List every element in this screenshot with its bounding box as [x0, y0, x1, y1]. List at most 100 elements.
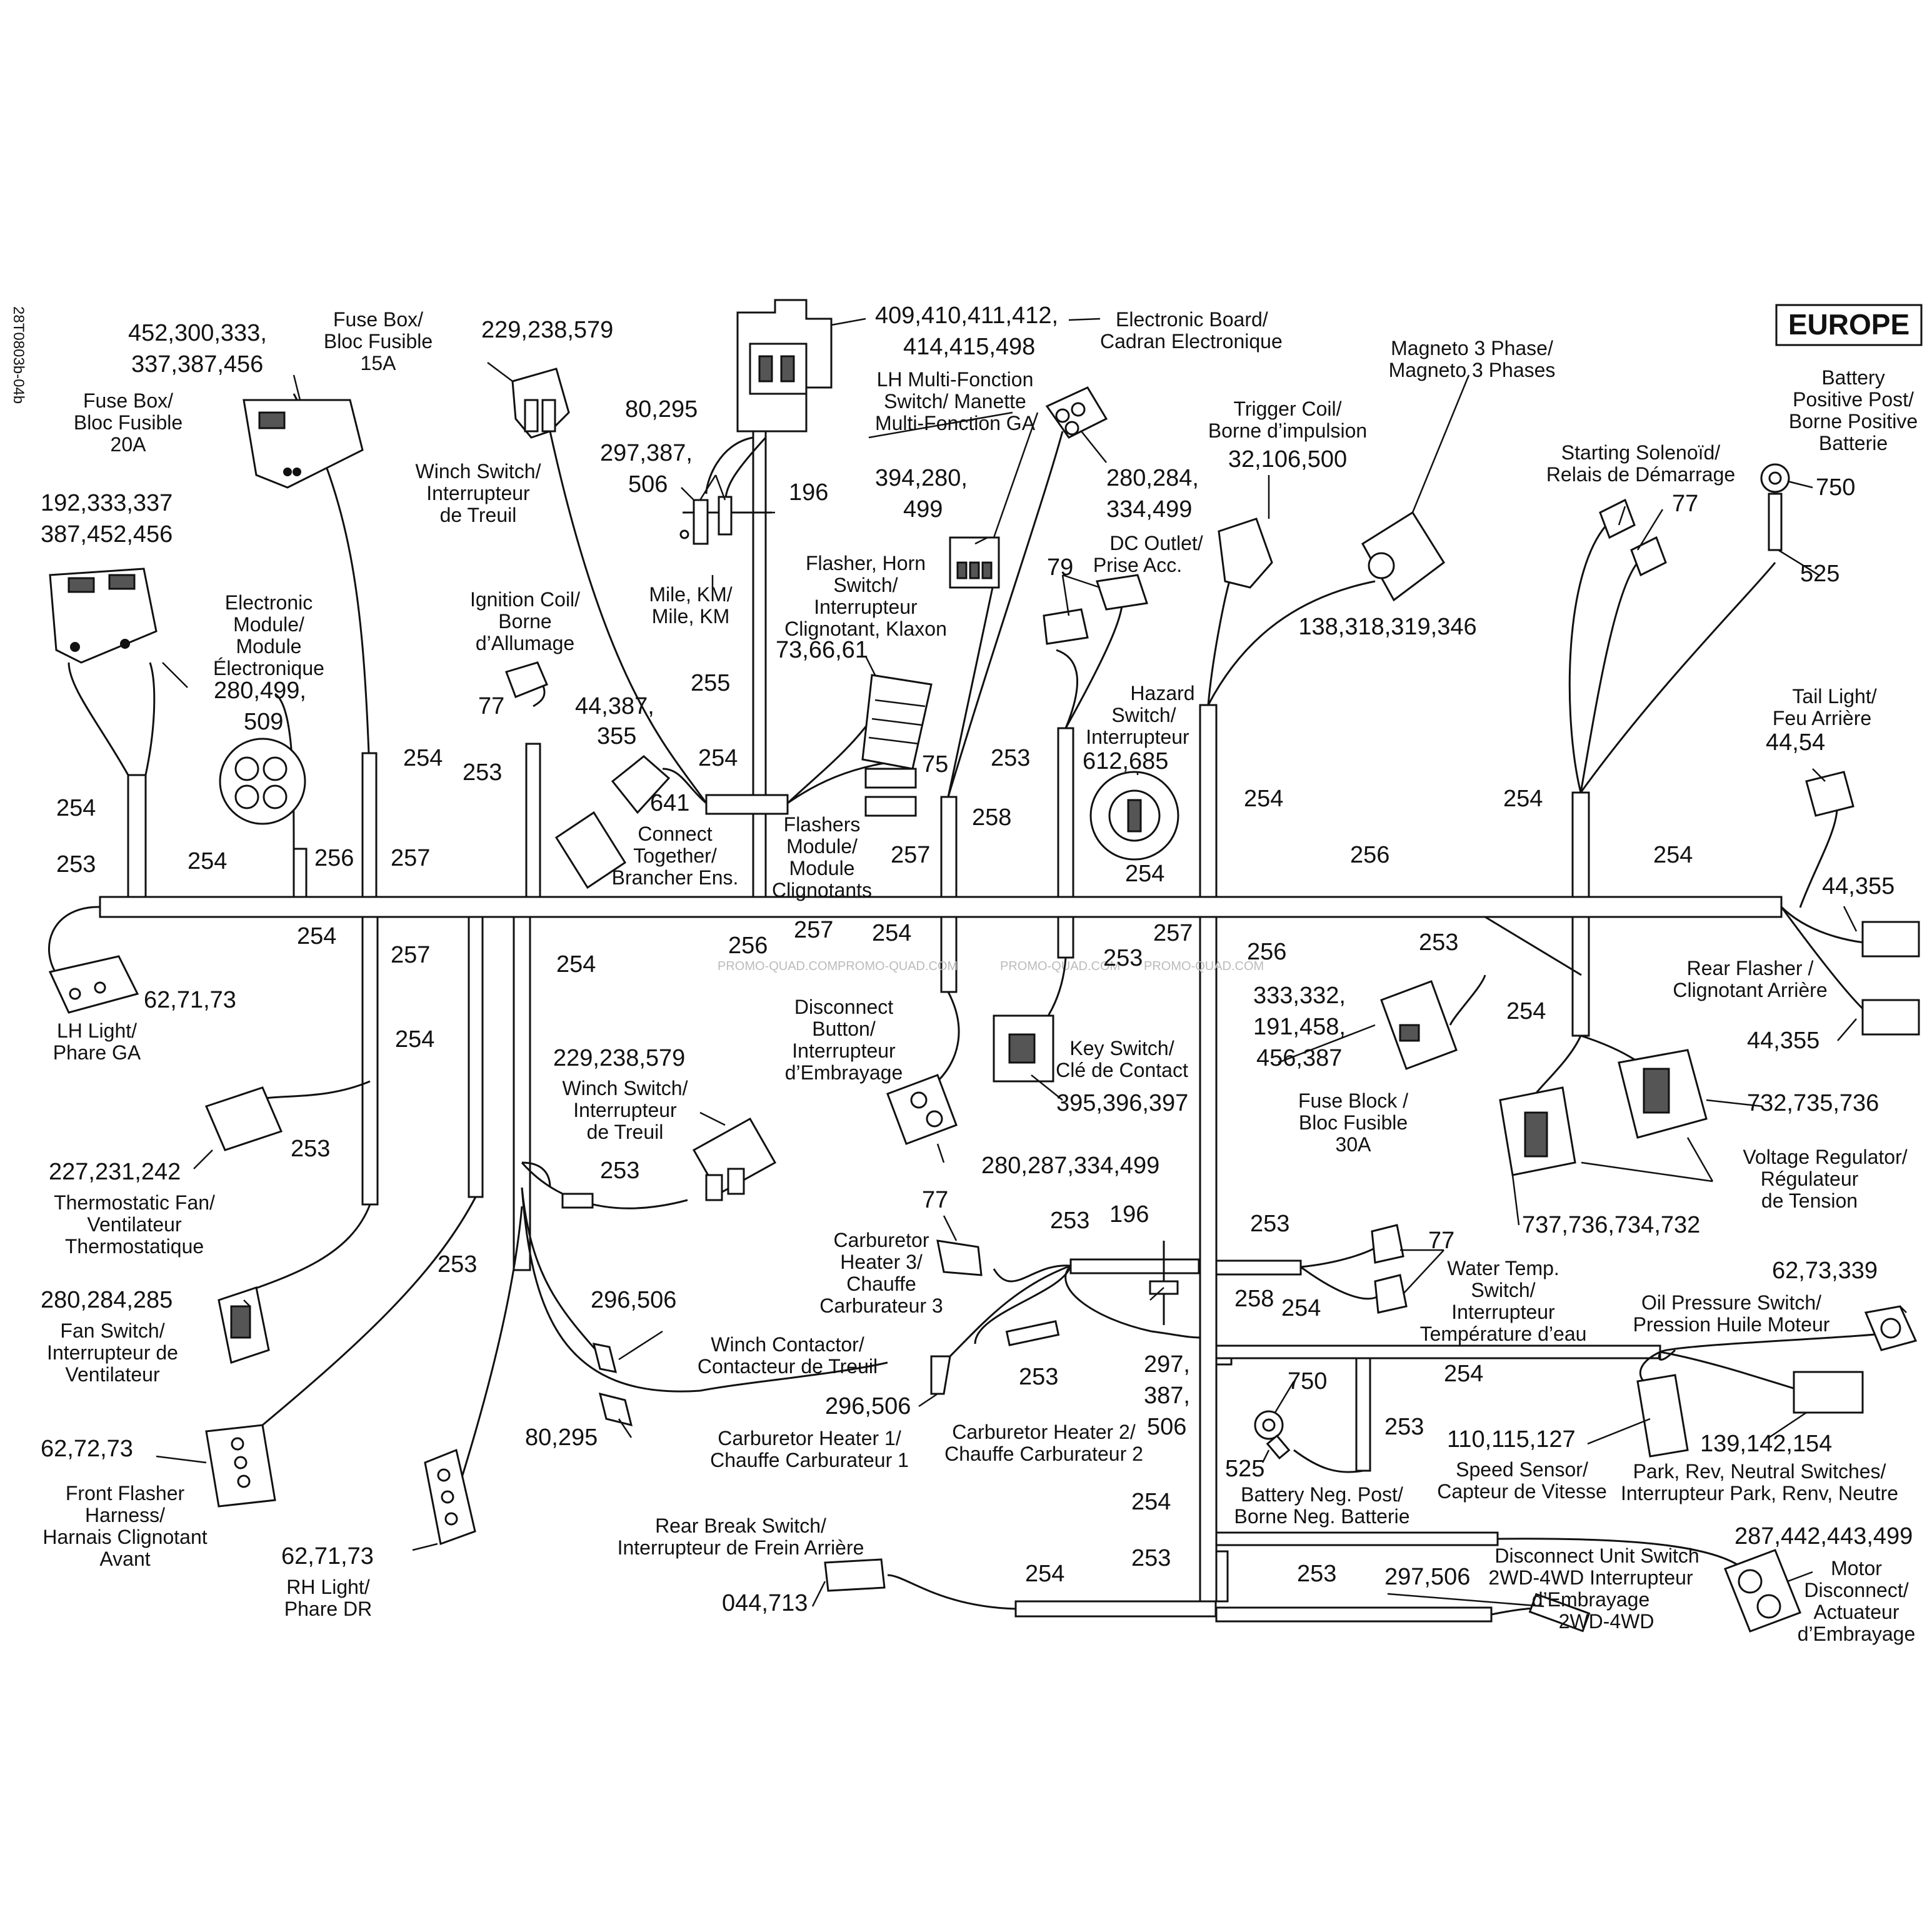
ref-ak: 253: [1250, 1211, 1289, 1237]
svg-text:Électronique: Électronique: [213, 657, 324, 679]
svg-text:44,54: 44,54: [1766, 729, 1825, 756]
svg-text:Bloc Fusible: Bloc Fusible: [1299, 1111, 1408, 1134]
ref-z: 257: [1153, 920, 1193, 946]
svg-text:Relais de Démarrage: Relais de Démarrage: [1546, 463, 1735, 486]
svg-text:Winch Switch/: Winch Switch/: [416, 460, 541, 483]
magneto-connector: [1361, 511, 1446, 602]
svg-text:Key Switch/: Key Switch/: [1069, 1037, 1174, 1059]
svg-text:d’Embrayage: d’Embrayage: [1532, 1588, 1650, 1611]
svg-text:Interrupteur: Interrupteur: [814, 596, 918, 618]
ref-ai: 253: [1019, 1364, 1058, 1390]
carb-heater-3-connector: [936, 1239, 983, 1276]
svg-text:Température d’eau: Température d’eau: [1420, 1323, 1587, 1345]
svg-text:Hazard: Hazard: [1130, 682, 1194, 704]
svg-text:Together/: Together/: [633, 844, 717, 867]
svg-text:Phare GA: Phare GA: [53, 1041, 141, 1064]
svg-text:139,142,154: 139,142,154: [1700, 1431, 1832, 1457]
park-rev-neutral-connector: [1793, 1371, 1864, 1414]
svg-text:Water Temp.: Water Temp.: [1447, 1257, 1559, 1279]
svg-text:Multi-Fonction GA: Multi-Fonction GA: [875, 412, 1036, 434]
svg-text:Borne d’impulsion: Borne d’impulsion: [1208, 419, 1367, 442]
svg-text:Disconnect Unit Switch: Disconnect Unit Switch: [1494, 1544, 1699, 1567]
svg-text:RH Light/: RH Light/: [286, 1576, 370, 1598]
lh-light-connector: [48, 955, 139, 1014]
svg-text:Motor: Motor: [1831, 1557, 1882, 1579]
svg-text:Switch/: Switch/: [1111, 704, 1176, 726]
svg-text:32,106,500: 32,106,500: [1228, 446, 1347, 473]
lh-multi-connector-2: [1045, 386, 1108, 439]
svg-text:Contacteur de Treuil: Contacteur de Treuil: [698, 1355, 878, 1378]
ref-o: 254: [1244, 786, 1283, 812]
svg-text:296,506: 296,506: [825, 1393, 911, 1419]
svg-text:509: 509: [244, 709, 283, 735]
svg-text:80,295: 80,295: [625, 396, 698, 423]
svg-text:Tail Light/: Tail Light/: [1792, 685, 1876, 708]
svg-text:525: 525: [1225, 1456, 1264, 1482]
svg-text:77: 77: [1428, 1228, 1454, 1254]
svg-text:Rear Flasher /: Rear Flasher /: [1687, 957, 1814, 979]
svg-text:732,735,736: 732,735,736: [1747, 1090, 1879, 1116]
ref-am: 258: [1234, 1286, 1274, 1312]
motor-disconnect-connector: [1724, 1549, 1801, 1633]
svg-text:Connect: Connect: [638, 823, 712, 845]
svg-text:Clignotant, Klaxon: Clignotant, Klaxon: [784, 618, 947, 640]
harness-refs: 254 253 254 256 257 254 253 254 255 257 …: [56, 670, 1693, 1587]
svg-text:Trigger Coil/: Trigger Coil/: [1233, 398, 1341, 420]
svg-text:Interrupteur: Interrupteur: [573, 1099, 677, 1121]
fan-switch-connector: [218, 1286, 270, 1364]
svg-text:414,415,498: 414,415,498: [903, 334, 1035, 360]
ref-ap: 253: [1131, 1545, 1171, 1571]
svg-text:750: 750: [1288, 1368, 1327, 1394]
svg-text:Chauffe Carburateur 1: Chauffe Carburateur 1: [710, 1449, 909, 1471]
svg-text:Switch/ Manette: Switch/ Manette: [884, 390, 1026, 413]
svg-text:Module: Module: [236, 635, 302, 658]
svg-text:44,355: 44,355: [1822, 873, 1894, 899]
svg-text:Rear Break Switch/: Rear Break Switch/: [655, 1514, 826, 1537]
ref-m: 253: [991, 745, 1030, 771]
ref-g: 253: [463, 759, 502, 786]
svg-text:de Tension: de Tension: [1761, 1189, 1858, 1212]
ref-t: 254: [556, 951, 596, 978]
electronic-board-connector: [736, 299, 833, 433]
svg-text:229,238,579: 229,238,579: [553, 1045, 685, 1071]
ref-ac: 254: [1506, 998, 1546, 1024]
battery-positive-ring: [1760, 463, 1790, 551]
tail-light-connector: [1805, 771, 1854, 817]
svg-text:506: 506: [1147, 1414, 1186, 1440]
svg-text:Mile, KM: Mile, KM: [652, 605, 729, 628]
svg-text:Pression Huile Moteur: Pression Huile Moteur: [1633, 1313, 1830, 1336]
disconnect-button-connector: [886, 1074, 958, 1145]
svg-text:Ventilateur: Ventilateur: [65, 1363, 160, 1386]
svg-text:2WD-4WD: 2WD-4WD: [1559, 1610, 1654, 1633]
ref-r: 254: [1653, 842, 1693, 868]
svg-text:Voltage Regulator/: Voltage Regulator/: [1743, 1146, 1907, 1168]
ref-h: 254: [297, 923, 336, 949]
svg-text:Magneto 3 Phase/: Magneto 3 Phase/: [1391, 337, 1553, 359]
svg-text:d’Embrayage: d’Embrayage: [1798, 1623, 1916, 1645]
svg-text:Front Flasher: Front Flasher: [66, 1482, 185, 1504]
svg-text:Button/: Button/: [812, 1018, 876, 1040]
svg-text:Thermostatique: Thermostatique: [65, 1235, 204, 1258]
svg-text:Chauffe Carburateur 2: Chauffe Carburateur 2: [944, 1443, 1143, 1465]
svg-text:75: 75: [922, 751, 948, 778]
flasher-horn-connector: [861, 674, 933, 770]
svg-text:044,713: 044,713: [722, 1590, 808, 1616]
svg-text:Flashers: Flashers: [784, 813, 861, 836]
svg-text:Switch/: Switch/: [1471, 1279, 1535, 1301]
svg-text:PROMO-QUAD.COM: PROMO-QUAD.COM: [1144, 959, 1264, 973]
ref-ah: 253: [1050, 1208, 1089, 1234]
svg-text:20A: 20A: [111, 433, 147, 456]
svg-text:Interrupteur de: Interrupteur de: [47, 1341, 178, 1364]
svg-text:Carburetor Heater 1/: Carburetor Heater 1/: [718, 1427, 901, 1449]
svg-text:Fan Switch/: Fan Switch/: [60, 1319, 164, 1342]
svg-text:192,333,337: 192,333,337: [41, 490, 173, 516]
svg-text:641: 641: [650, 790, 689, 816]
ref-a: 254: [56, 795, 96, 821]
svg-text:333,332,: 333,332,: [1253, 983, 1346, 1009]
svg-text:297,: 297,: [1144, 1351, 1190, 1378]
svg-text:Borne Neg. Batterie: Borne Neg. Batterie: [1234, 1505, 1409, 1528]
svg-text:30A: 30A: [1336, 1133, 1372, 1156]
svg-text:Interrupteur: Interrupteur: [1086, 726, 1189, 748]
main-harness: [99, 311, 1783, 1623]
